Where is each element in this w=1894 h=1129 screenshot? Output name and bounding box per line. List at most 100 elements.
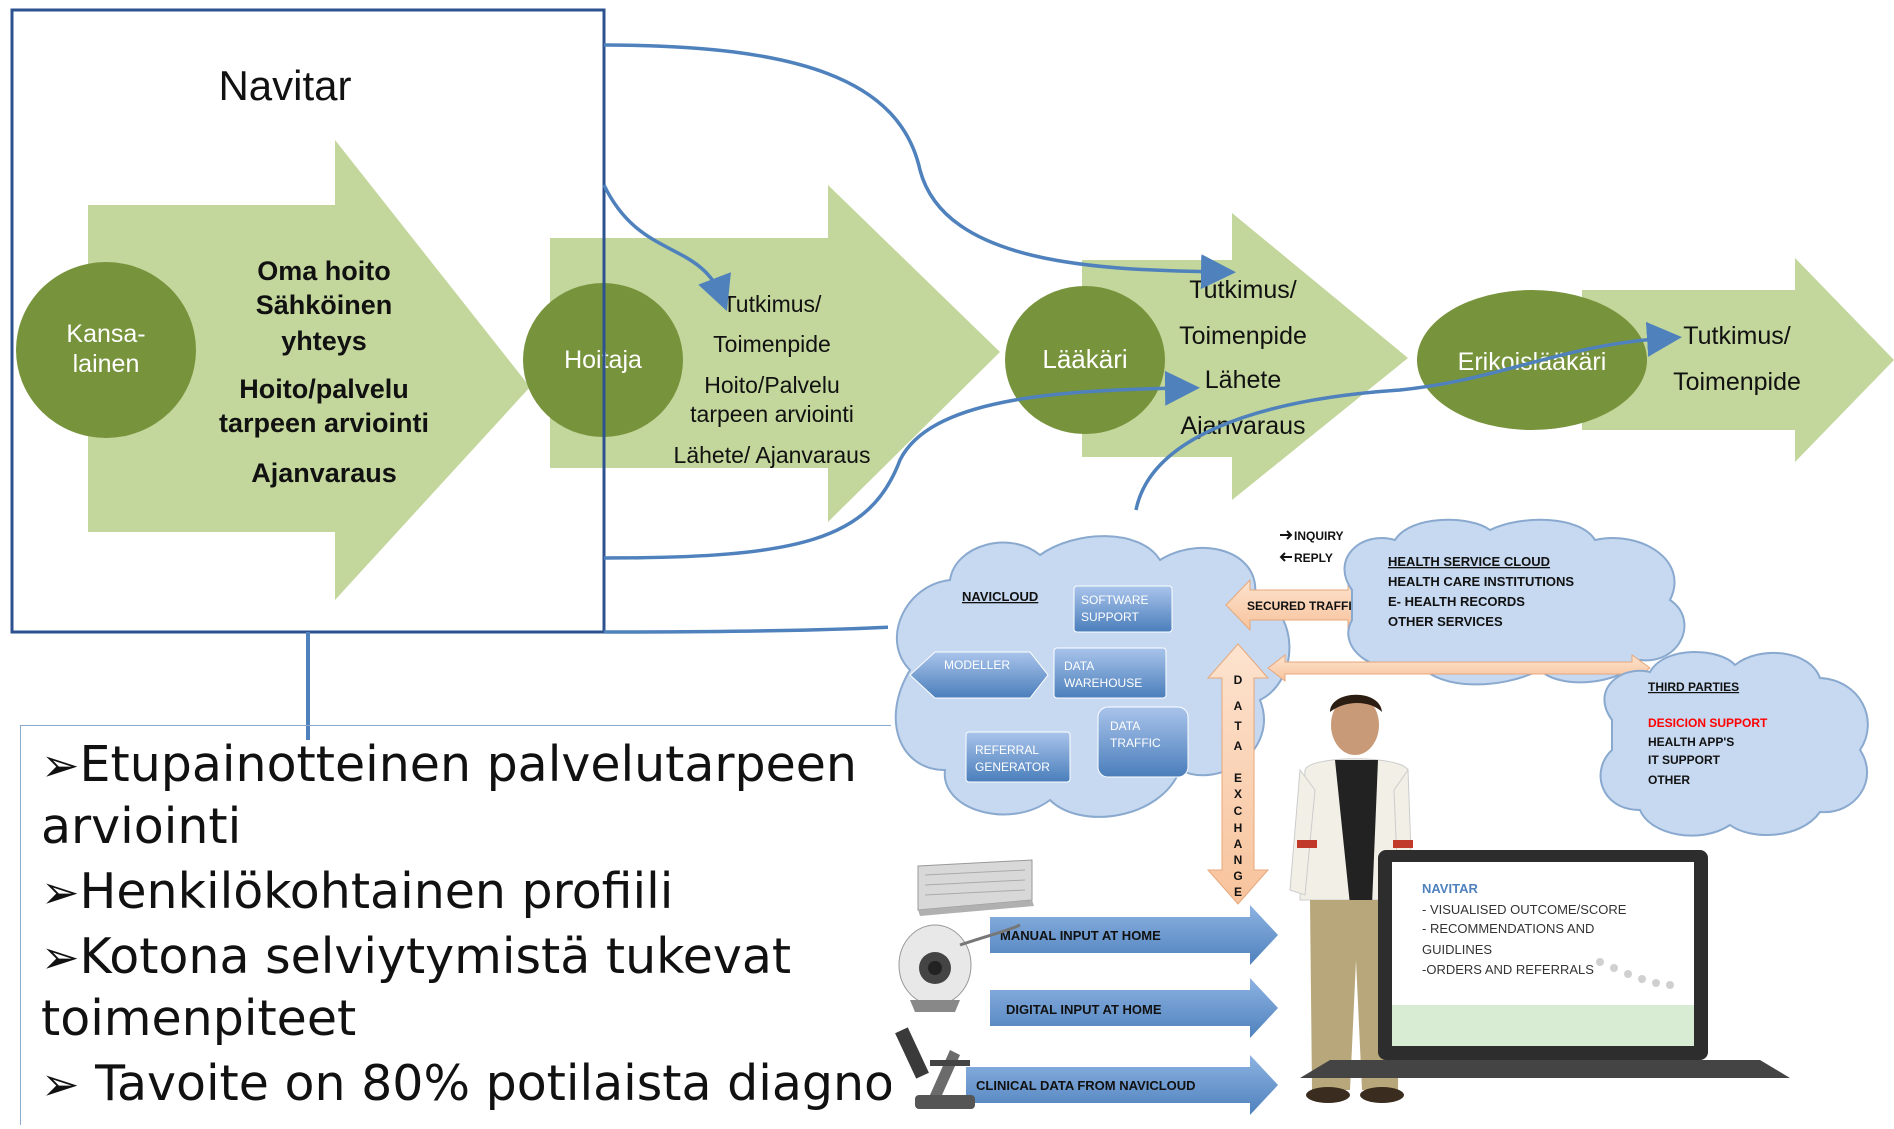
navitar-title: Navitar [218, 62, 351, 109]
modeller-shape [909, 651, 1049, 699]
data-traffic-label: DATA [1110, 719, 1140, 733]
laptop-line: GUIDLINES [1422, 942, 1492, 957]
third-parties-item: HEALTH APP'S [1648, 735, 1734, 749]
software-support-label: SUPPORT [1081, 610, 1139, 624]
bullet-item: ➢Henkilökohtainen profiili [41, 861, 673, 923]
svg-text:E: E [1234, 885, 1242, 899]
hoitaja-item: Tutkimus/ [723, 291, 822, 317]
hoitaja-item: Lähete/ Ajanvaraus [674, 442, 871, 468]
svg-text:E: E [1234, 771, 1242, 785]
data-exchange-letters: D A T A E X C H A N G E [1233, 673, 1242, 899]
svg-text:C: C [1234, 804, 1243, 818]
bullet-item: arviointi [41, 796, 241, 858]
third-parties-title: THIRD PARTIES [1648, 680, 1739, 694]
software-support-label: SOFTWARE [1081, 593, 1149, 607]
laptop-line: - VISUALISED OUTCOME/SCORE [1422, 902, 1627, 917]
clinical-data-label: CLINICAL DATA FROM NAVICLOUD [976, 1078, 1196, 1093]
erikoislaakari-item: Tutkimus/ [1683, 322, 1790, 350]
svg-text:A: A [1234, 739, 1243, 753]
webcam-icon [898, 923, 1021, 1012]
health-cloud-item: E- HEALTH RECORDS [1388, 594, 1525, 609]
manual-input-arrow [990, 905, 1278, 965]
health-cloud-item: HEALTH CARE INSTITUTIONS [1388, 574, 1574, 589]
bullet-text: toimenpiteet [41, 990, 357, 1047]
flow-arrow-erikoislaakari [1582, 258, 1894, 462]
kansalainen-item: Ajanvaraus [251, 458, 397, 488]
svg-text:G: G [1233, 869, 1242, 883]
clinical-data-arrow [966, 1055, 1278, 1115]
bullet-item: ➢ Tavoite on 80% potilaista diagnosoitav [41, 1053, 891, 1115]
svg-text:H: H [1234, 821, 1243, 835]
svg-text:A: A [1234, 837, 1243, 851]
bullet-marker-icon: ➢ [41, 865, 80, 919]
kansalainen-label-1: Kansa- [66, 320, 145, 348]
hoitaja-item: Toimenpide [713, 331, 831, 357]
flow-arrow-laakari [1082, 213, 1408, 500]
svg-text:A: A [1234, 699, 1243, 713]
reply-label: REPLY [1294, 551, 1333, 565]
digital-input-arrow [990, 978, 1278, 1038]
laptop-dots [1596, 958, 1674, 989]
data-warehouse-box [1053, 647, 1167, 699]
kansalainen-label-2: lainen [73, 350, 140, 378]
reply-arrow-icon [1279, 552, 1292, 562]
node-erikoislaakari [1417, 290, 1647, 430]
infographic: NAVICLOUD SOFTWARE SUPPORT MODELLER DATA… [888, 512, 1894, 1124]
hoitaja-item: Hoito/Palvelu [704, 372, 840, 398]
software-support-box [1073, 585, 1173, 633]
microscope-icon [895, 1027, 975, 1109]
referral-generator-label: GENERATOR [975, 760, 1050, 774]
health-cloud [1343, 518, 1686, 686]
bullet-text: Etupainotteinen palvelutarpeen [79, 736, 857, 793]
connector-curve [1134, 321, 1682, 511]
erikoislaakari-item: Toimenpide [1673, 368, 1801, 396]
flow-arrow-kansalainen [88, 140, 530, 600]
svg-text:D: D [1234, 673, 1243, 687]
laptop-line: - RECOMMENDATIONS AND [1422, 921, 1594, 936]
laptop-line: -ORDERS AND REFERRALS [1422, 962, 1594, 977]
bullet-text: Henkilökohtainen profiili [79, 863, 674, 920]
connector-curve [603, 370, 1200, 560]
node-kansalainen [16, 262, 196, 438]
kansalainen-item: Oma hoito [257, 256, 391, 286]
data-traffic-label: TRAFFIC [1110, 736, 1161, 750]
connector-curve [603, 43, 1236, 290]
svg-text:T: T [1234, 719, 1242, 733]
laakari-item: Tutkimus/ [1189, 276, 1296, 304]
digital-input-label: DIGITAL INPUT AT HOME [1006, 1002, 1162, 1017]
navicloud-title: NAVICLOUD [962, 589, 1038, 604]
data-exchange-arrow [1206, 643, 1270, 905]
bullet-text: Kotona selviytymistä tukevat [79, 928, 792, 985]
inquiry-arrow-icon [1280, 530, 1293, 540]
third-parties-highlight: DESICION SUPPORT [1648, 716, 1768, 730]
laptop-icon [1300, 850, 1790, 1078]
laptop-title: NAVITAR [1422, 881, 1478, 896]
referral-generator-box [965, 731, 1071, 783]
inquiry-label: INQUIRY [1294, 529, 1344, 543]
manual-input-label: MANUAL INPUT AT HOME [1000, 928, 1161, 943]
third-parties-cloud [1599, 650, 1869, 837]
bullet-item: ➢Kotona selviytymistä tukevat [41, 926, 791, 988]
modeller-label: MODELLER [944, 658, 1010, 672]
kansalainen-item: yhteys [281, 326, 367, 356]
health-cloud-title: HEALTH SERVICE CLOUD [1388, 554, 1550, 569]
bullet-text: arviointi [41, 798, 242, 855]
connector-curve [602, 184, 731, 312]
third-party-arrow [1267, 653, 1651, 683]
referral-generator-label: REFERRAL [975, 743, 1039, 757]
data-traffic-box [1097, 706, 1189, 778]
bullet-text: Tavoite on 80% potilaista diagnosoitav [95, 1055, 891, 1112]
svg-text:N: N [1234, 853, 1243, 867]
laakari-item: Toimenpide [1179, 322, 1307, 350]
third-parties-item: IT SUPPORT [1648, 753, 1721, 767]
secured-traffic-label: SECURED TRAFFIC [1247, 599, 1361, 613]
laakari-item: Lähete [1205, 366, 1281, 394]
hoitaja-item: tarpeen arviointi [690, 401, 854, 427]
laakari-label: Lääkäri [1042, 344, 1127, 374]
bullet-item: ➢Etupainotteinen palvelutarpeen [41, 734, 857, 796]
kansalainen-item: Sähköinen [256, 290, 393, 320]
bullet-marker-icon: ➢ [41, 1057, 80, 1111]
bullet-marker-icon: ➢ [41, 738, 80, 792]
data-warehouse-label: WAREHOUSE [1064, 676, 1142, 690]
bullet-marker-icon: ➢ [41, 930, 80, 984]
